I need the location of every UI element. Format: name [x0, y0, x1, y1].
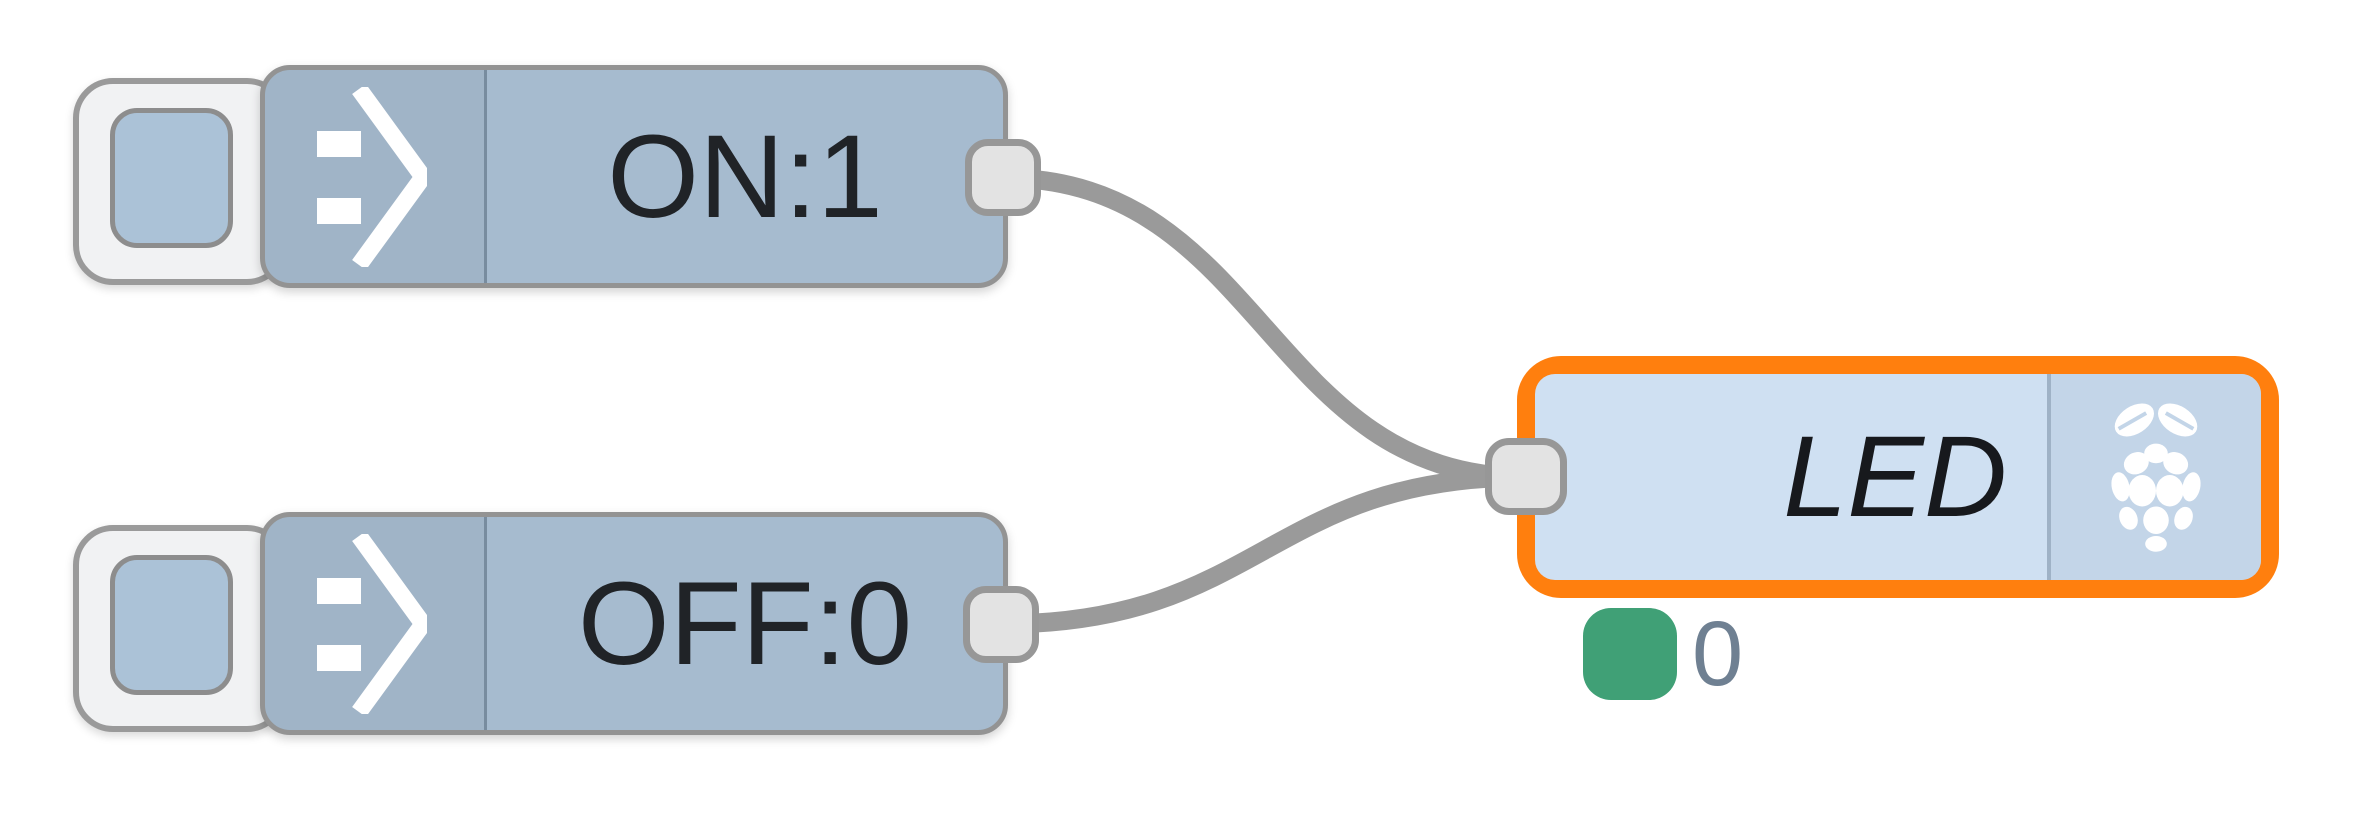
- output-port[interactable]: [963, 586, 1039, 663]
- node-label-region: OFF:0: [487, 517, 1003, 730]
- selection-highlight: [1517, 356, 2279, 598]
- node-label-region: ON:1: [487, 70, 1003, 283]
- node-icon-region: [2047, 374, 2261, 580]
- wire-off-to-led[interactable]: [991, 467, 1536, 634]
- inject-arrow-icon: [317, 534, 427, 714]
- status-text: 0: [1692, 603, 1744, 705]
- inject-arrow-icon: [317, 87, 427, 267]
- status-indicator-dot: [1583, 608, 1677, 700]
- wire-on-to-led[interactable]: [993, 168, 1536, 487]
- node-icon-region: [265, 517, 487, 730]
- raspberry-pi-icon: [2111, 403, 2201, 552]
- output-port[interactable]: [965, 139, 1041, 216]
- inject-node-body[interactable]: OFF:0: [260, 512, 1008, 735]
- led-node-body[interactable]: LED: [1535, 374, 2261, 580]
- input-port[interactable]: [1485, 438, 1567, 515]
- node-label: OFF:0: [577, 557, 913, 690]
- node-label-region: LED: [1535, 374, 2047, 580]
- node-icon-region: [265, 70, 487, 283]
- inject-trigger-button-pad[interactable]: [110, 108, 233, 248]
- node-label: ON:1: [607, 110, 883, 243]
- node-label: LED: [1783, 413, 2007, 541]
- inject-node-body[interactable]: ON:1: [260, 65, 1008, 288]
- inject-trigger-button-pad[interactable]: [110, 555, 233, 695]
